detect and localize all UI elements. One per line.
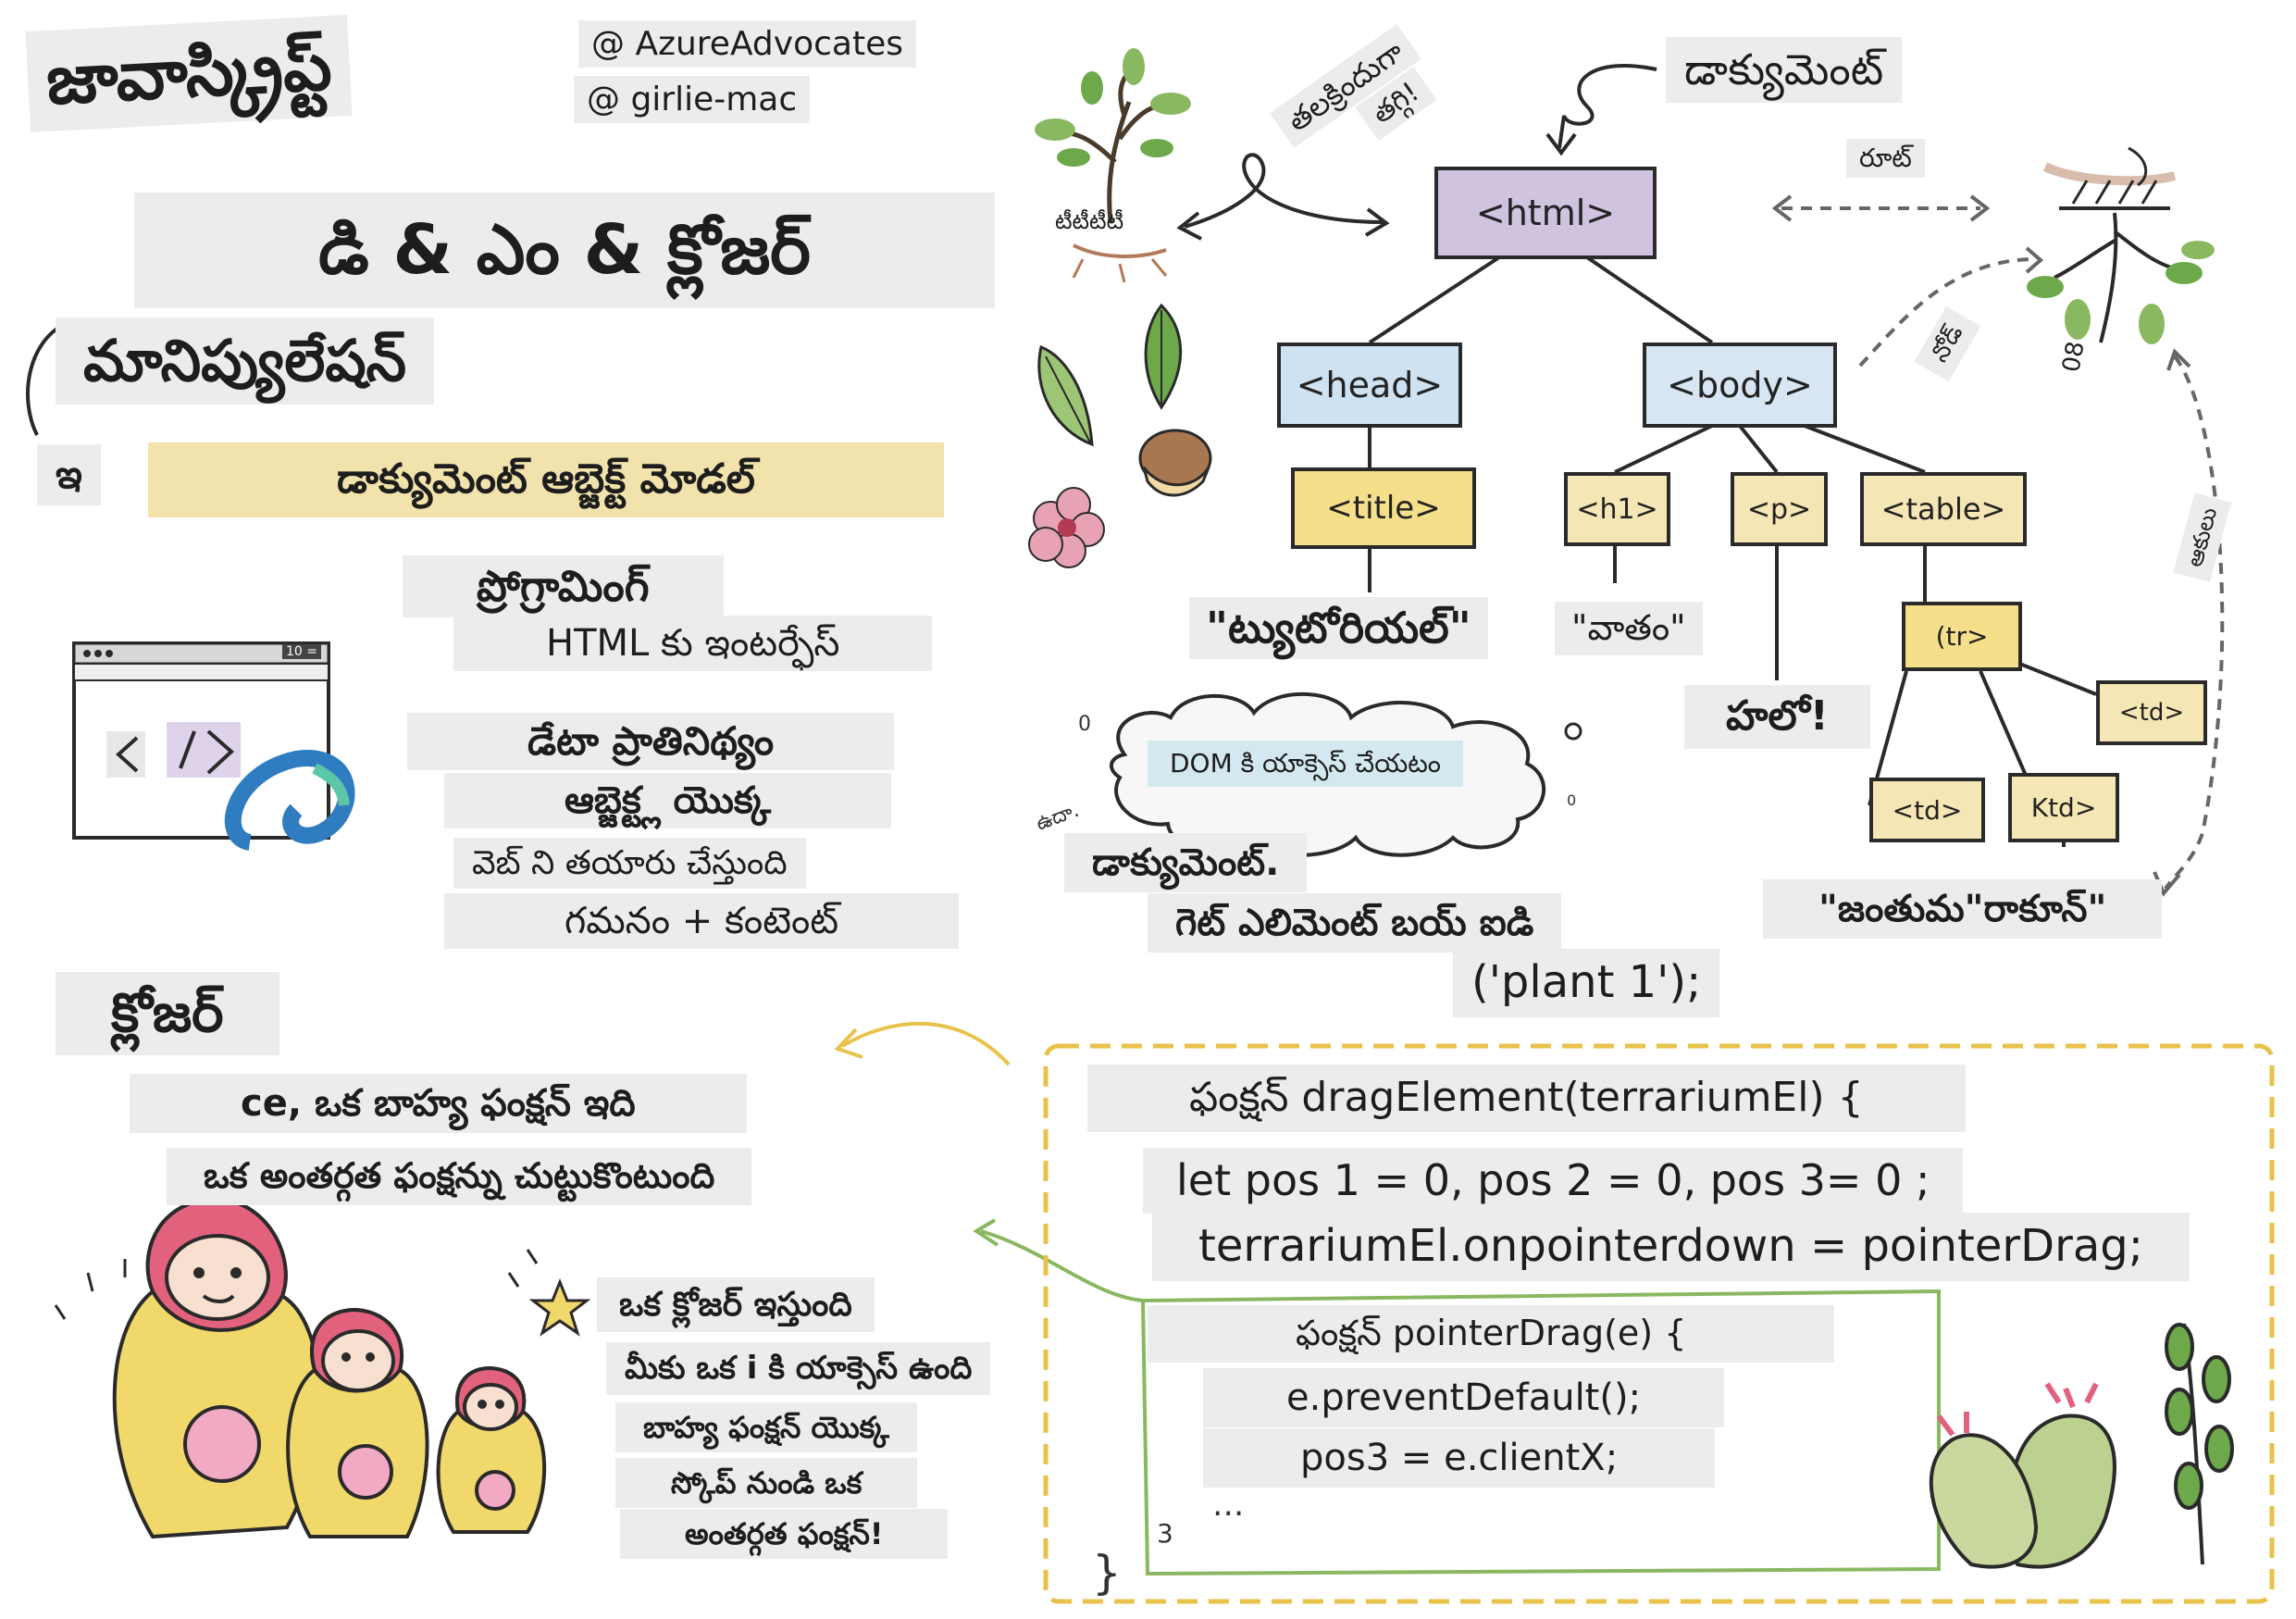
upside-down-arrow-icon: [1184, 153, 1384, 229]
code-line-5: e.preventDefault();: [1203, 1368, 1725, 1427]
code-line-3: terrariumEl.onpointerdown = pointerDrag;: [1152, 1213, 2190, 1281]
closure-explain-2: మీకు ఒక i కి యాక్సెస్ ఉంది: [606, 1342, 991, 1395]
intro-data-rep: డేటా ప్రాతినిథ్యం: [407, 713, 895, 771]
zero-label-2: 0: [1567, 791, 1577, 809]
intro-makes-web: వెబ్ ని తయారు చేస్తుంది: [453, 838, 806, 890]
subtitle: డి & ఎం & క్లోజర్: [134, 193, 995, 308]
closure-explain-4: స్కోప్ నుండి ఒక: [615, 1458, 918, 1509]
closure-heading: క్లోజర్: [56, 972, 279, 1055]
document-arrow-icon: [1558, 64, 1657, 149]
flower-icon: [1028, 487, 1105, 568]
node-table: <table>: [1860, 472, 2027, 546]
chestnut-icon: [1138, 429, 1212, 497]
matryoshka-dolls-icon: [112, 1196, 547, 1539]
access-line-2: గెట్ ఎలిమెంట్ బయ్ ఐడి: [1148, 893, 1562, 953]
node-tr: (tr>: [1902, 602, 2022, 671]
star-icon: [528, 1277, 591, 1337]
code-line-2: let pos 1 = 0, pos 2 = 0, pos 3= 0 ;: [1143, 1148, 1964, 1214]
node-p: <p>: [1731, 472, 1828, 546]
handle-girlie-mac: @ girlie-mac: [574, 76, 811, 124]
node-td-3: <td>: [2096, 680, 2207, 745]
text-node-h1: "వాతం": [1555, 602, 1703, 655]
node-h1: <h1>: [1564, 472, 1670, 546]
inner-code-border: [1140, 1289, 1941, 1576]
plant-icon: [1035, 48, 1191, 283]
dom-access-label: DOM కి యాక్సెస్ చేయటం: [1148, 741, 1464, 787]
intro-interface: HTML కు ఇంటర్ఫేస్: [453, 616, 933, 671]
closure-arrow-icon: [840, 1021, 1011, 1066]
code-line-1: ఫంక్షన్ dragElement(terrariumEl) {: [1087, 1065, 1966, 1132]
root-code-label: 08: [2057, 339, 2091, 375]
root-label: రూట్: [1846, 139, 1925, 178]
closure-definition-1: ce, ఒక బాహ్య ఫంక్షన్ ఇది: [130, 1074, 747, 1133]
dom-full-name: డాక్యుమెంట్ ఆబ్జెక్ట్ మోడల్: [148, 442, 944, 517]
cactus-icon: [1929, 1323, 2234, 1569]
node-html: <html>: [1434, 167, 1657, 259]
code-ellipsis: ...: [1212, 1486, 1245, 1524]
manipulation-label: మానిప్యులేషన్: [56, 318, 435, 405]
text-node-td: "జంతుమ"రాకూన్": [1763, 879, 2163, 939]
browser-badge: 10 =: [282, 644, 321, 659]
intro-movement-content: గమనం + కంటెంట్: [444, 893, 960, 949]
plant-label: టీటీటీటీ: [1055, 208, 1124, 234]
intro-programming: ప్రోగ్రామింగ్: [403, 555, 724, 618]
handle-azure-advocates: @ AzureAdvocates: [578, 20, 916, 68]
code-line-4: ఫంక్షన్ pointerDrag(e) {: [1148, 1305, 1835, 1363]
inner-function-arrow-icon: [980, 1229, 1144, 1302]
text-node-title: "ట్యుటోరియల్": [1189, 597, 1488, 660]
node-body: <body>: [1643, 342, 1837, 428]
node-td-1: <td>: [1869, 778, 1985, 842]
leaf-icon: [1037, 303, 1183, 447]
closure-definition-2: ఒక అంతర్గత ఫంక్షన్ను చుట్టుకొంటుంది: [167, 1148, 752, 1205]
upside-down-plant-icon: [2027, 146, 2215, 344]
closure-explain-1: ఒక క్లోజర్ ఇస్తుంది: [597, 1277, 875, 1333]
node-td-2: Ktd>: [2008, 773, 2119, 842]
closure-explain-3: బాహ్య ఫంక్షన్ యొక్క: [615, 1402, 917, 1453]
code-line-number: 3: [1157, 1518, 1173, 1549]
code-line-6: pos3 = e.clientX;: [1203, 1428, 1716, 1488]
intro-objects: ఆబ్జెక్ట్ల యొక్క: [444, 773, 892, 828]
root-dashed-arrows: [1781, 206, 2225, 890]
document-label: డాక్యుమెంట్: [1666, 37, 1903, 104]
browser-icon: [72, 641, 355, 851]
code-closing-brace: }: [1092, 1546, 1122, 1600]
access-line-3: ('plant 1');: [1453, 949, 1720, 1017]
code-border: [1043, 1043, 2275, 1604]
zero-label-1: 0: [1078, 713, 1091, 736]
node-head: <head>: [1277, 342, 1462, 428]
access-line-1: డాక్యుమెంట్.: [1064, 833, 1308, 892]
text-node-p: హలో!: [1684, 685, 1870, 749]
page-title: జావాస్క్రిప్ట్: [25, 14, 353, 132]
prefix-label: ఇ: [37, 444, 101, 506]
closure-explain-5: అంతర్గత ఫంక్షన్!: [620, 1509, 949, 1560]
node-title: <title>: [1291, 467, 1476, 549]
